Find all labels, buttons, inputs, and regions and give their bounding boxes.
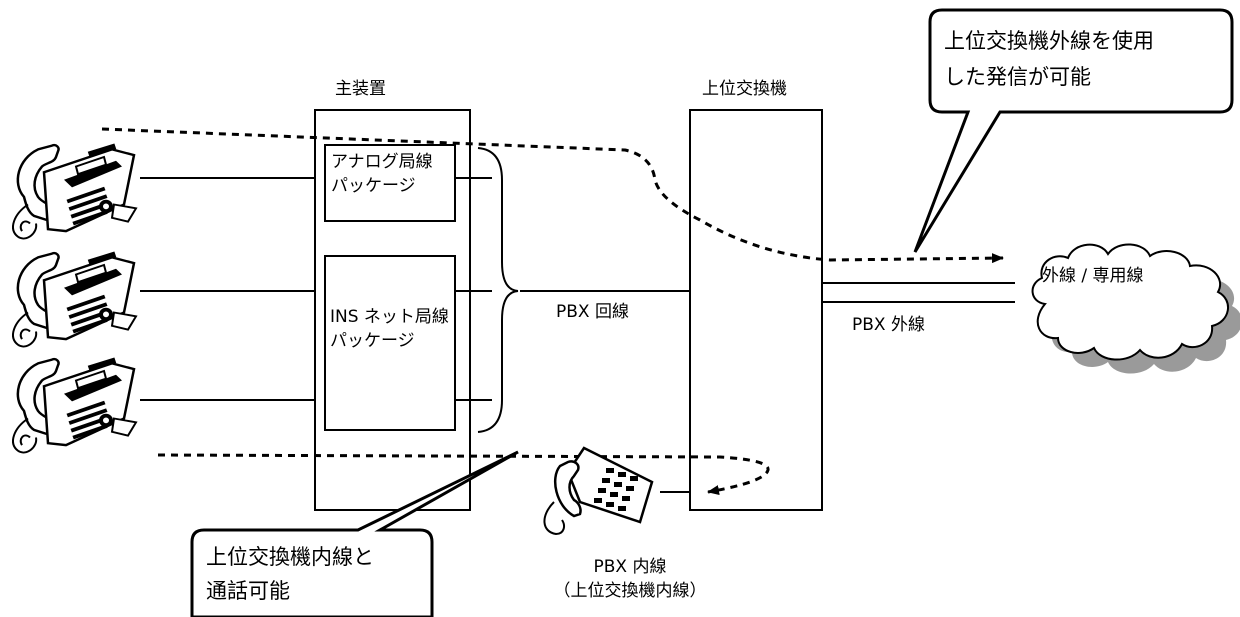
ins-package-box (324, 255, 456, 431)
extension-call-path (157, 453, 770, 496)
upper-exchange-label: 上位交換機 (702, 79, 787, 99)
analog-package-label-2: パッケージ (331, 176, 416, 196)
analog-package-box (324, 144, 456, 222)
pbx-extension-label-2: （上位交換機内線） (553, 581, 707, 601)
callout-top-right-line-2: した発信が可能 (944, 65, 1091, 89)
brace (477, 147, 519, 433)
main-unit-label: 主装置 (335, 79, 386, 99)
desk-phone-icon (11, 142, 138, 240)
cloud-icon (1031, 243, 1240, 374)
desk-phone-icon (11, 356, 138, 454)
outgoing-call-path (101, 127, 1004, 264)
phone-lines (140, 177, 1015, 493)
upper-exchange-box (689, 109, 823, 511)
callout-top-right-line-1: 上位交換機外線を使用 (944, 29, 1154, 53)
callout-bottom-left-line-2: 通話可能 (206, 579, 290, 603)
ins-package-label-1: INS ネット局線 (330, 307, 449, 327)
pbx-extension-label-1: PBX 内線 (593, 557, 667, 577)
pbx-outside-line-label: PBX 外線 (852, 315, 925, 335)
desk-phone-icon (11, 250, 138, 348)
pbx-phone-icon (543, 446, 654, 536)
pbx-line-label: PBX 回線 (556, 302, 629, 322)
callout-bottom-left-line-1: 上位交換機内線と (206, 545, 374, 569)
main-unit-box (314, 109, 471, 511)
callout-bottom-left-box (190, 450, 519, 617)
ins-package-label-2: パッケージ (330, 331, 415, 351)
analog-package-label-1: アナログ局線 (331, 152, 433, 172)
cloud-label: 外線 / 専用線 (1042, 266, 1144, 286)
callout-top-right-box (913, 8, 1234, 253)
